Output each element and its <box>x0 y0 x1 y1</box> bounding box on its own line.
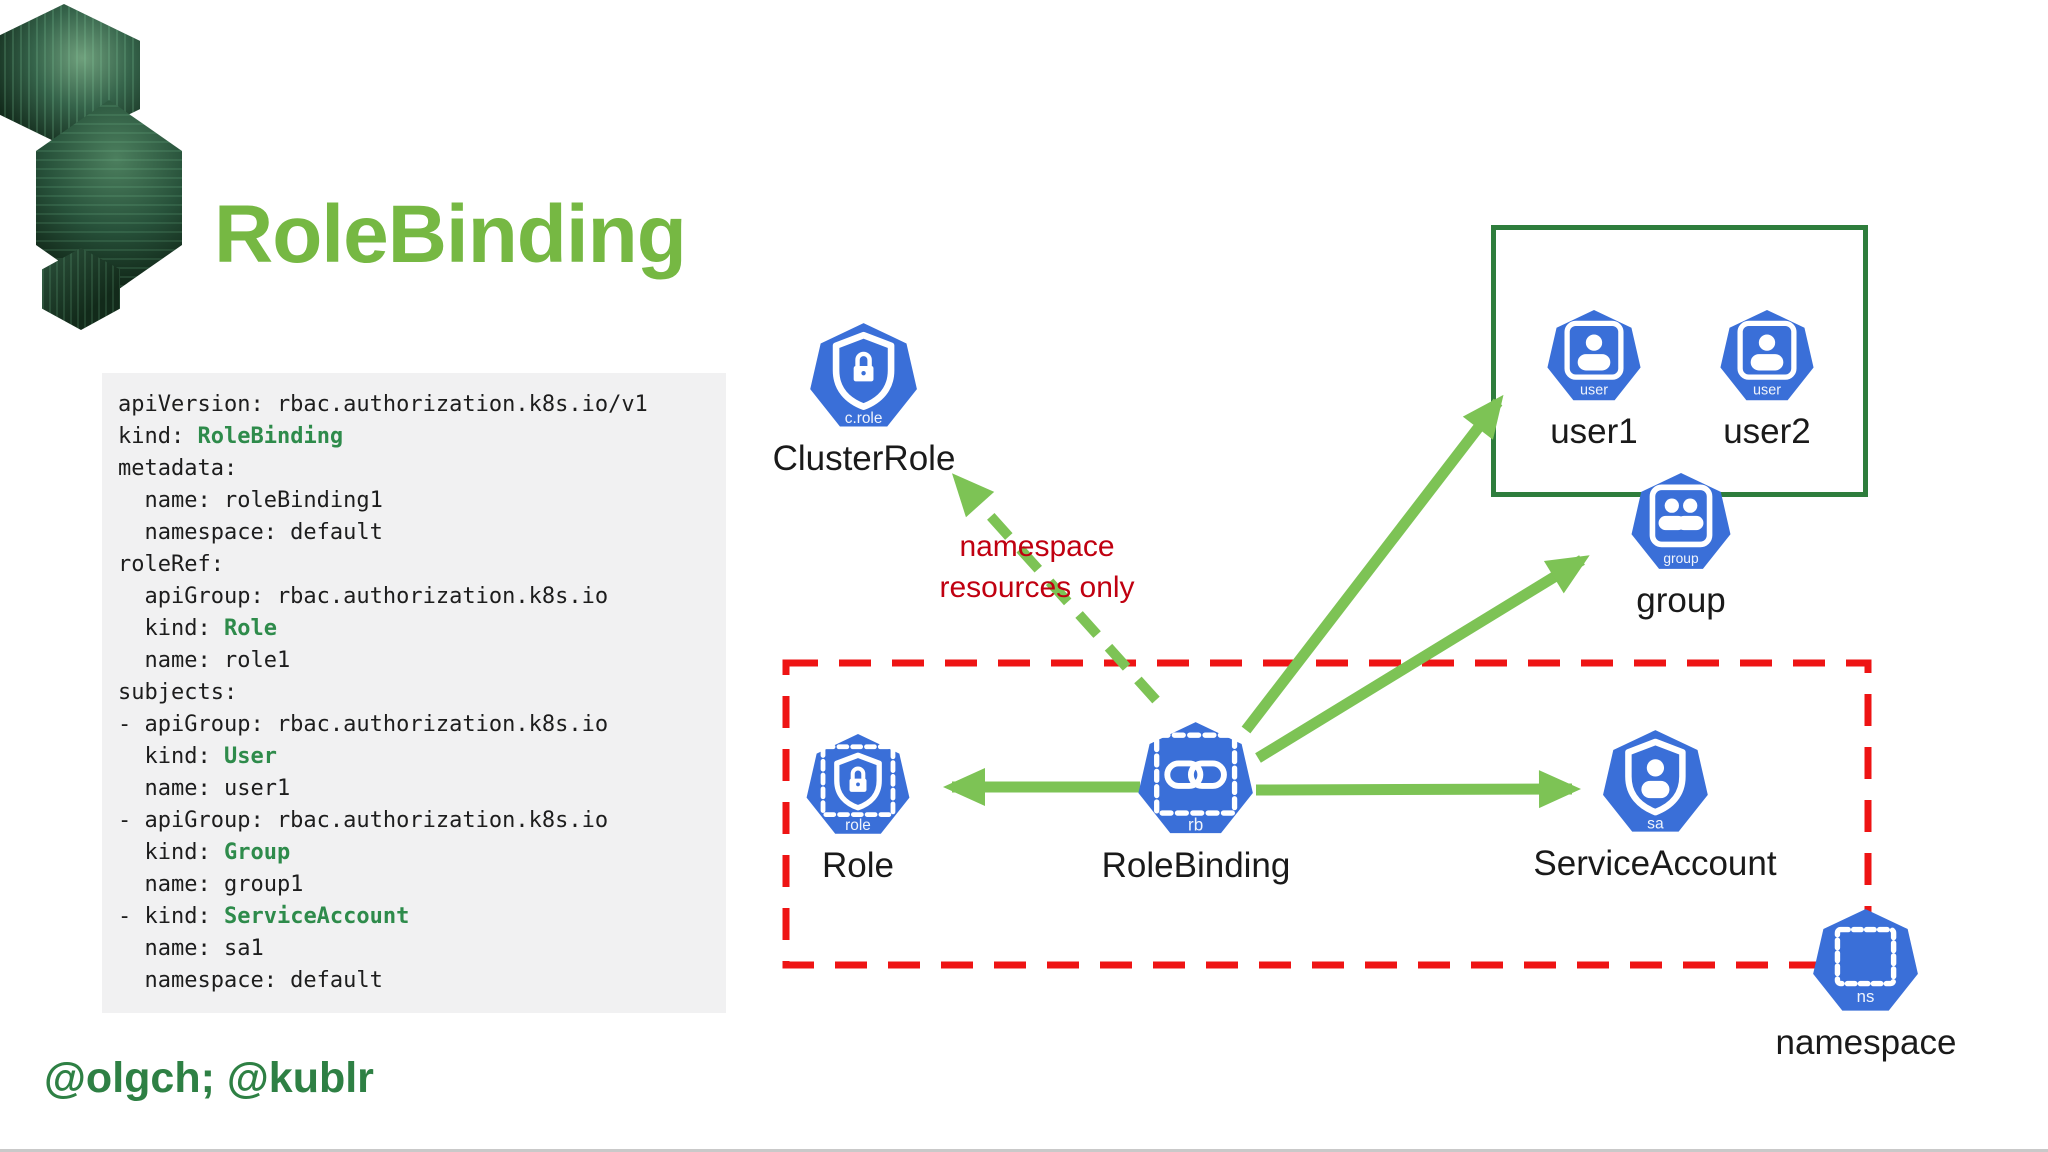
code-line: name: group1 <box>118 872 304 897</box>
code-line: roleRef: <box>118 552 224 577</box>
node-rolebinding: rb RoleBinding <box>1101 721 1291 885</box>
code-line: name: roleBinding1 <box>118 488 383 513</box>
code-line: kind: User <box>118 744 277 769</box>
rolebinding-icon: rb <box>1138 722 1254 835</box>
code-line: kind: Group <box>118 840 291 865</box>
node-serviceaccount: sa ServiceAccount <box>1533 729 1777 883</box>
namespace-resources-annotation: namespace resources only <box>939 526 1134 608</box>
svg-text:user: user <box>1580 382 1608 398</box>
bottom-rule <box>0 1149 2048 1152</box>
clusterrole-label: ClusterRole <box>772 439 956 478</box>
svg-text:user: user <box>1753 382 1781 398</box>
svg-text:c.role: c.role <box>845 410 883 427</box>
code-line: apiGroup: rbac.authorization.k8s.io <box>118 584 609 609</box>
role-icon: role <box>806 734 910 834</box>
node-user2: user user2 <box>1719 309 1815 451</box>
serviceaccount-label: ServiceAccount <box>1533 844 1777 883</box>
role-label: Role <box>822 846 894 885</box>
annotation-line1: namespace <box>959 530 1115 563</box>
node-namespace: ns namespace <box>1775 908 1957 1062</box>
annotation-line2: resources only <box>939 571 1135 604</box>
code-line: kind: Role <box>118 616 277 641</box>
svg-text:ns: ns <box>1857 987 1875 1006</box>
arrow-rolebinding-to-users <box>1241 394 1504 734</box>
arrow-rolebinding-to-serviceaccount <box>1255 770 1581 809</box>
code-line: name: user1 <box>118 776 291 801</box>
svg-text:group: group <box>1663 551 1699 566</box>
code-line: apiVersion: rbac.authorization.k8s.io/v1 <box>118 392 648 417</box>
code-line: namespace: default <box>118 520 383 545</box>
code-line: - apiGroup: rbac.authorization.k8s.io <box>118 808 609 833</box>
page-title: RoleBinding <box>214 189 687 280</box>
code-line: subjects: <box>118 680 238 705</box>
code-line: name: role1 <box>118 648 291 673</box>
yaml-code: apiVersion: rbac.authorization.k8s.io/v1… <box>102 373 726 1013</box>
node-role: role Role <box>805 733 911 885</box>
svg-text:role: role <box>845 817 871 834</box>
code-line: kind: RoleBinding <box>118 424 344 449</box>
code-line: metadata: <box>118 456 238 481</box>
code-line: namespace: default <box>118 968 383 993</box>
group-icon: group <box>1631 473 1731 569</box>
footer-handles: @olgch; @kublr <box>44 1054 374 1102</box>
node-user1: user user1 <box>1546 309 1642 451</box>
code-line: - apiGroup: rbac.authorization.k8s.io <box>118 712 609 737</box>
user-icon: user <box>1547 309 1641 401</box>
user1-label: user1 <box>1550 412 1638 451</box>
node-clusterrole: c.role ClusterRole <box>772 322 956 478</box>
namespace-icon: ns <box>1813 909 1919 1011</box>
namespace-label: namespace <box>1775 1023 1957 1062</box>
serviceaccount-icon: sa <box>1602 730 1708 832</box>
svg-text:rb: rb <box>1188 816 1203 835</box>
group-label: group <box>1636 581 1726 620</box>
svg-text:sa: sa <box>1647 815 1664 832</box>
rolebinding-label: RoleBinding <box>1101 846 1291 885</box>
code-line: - kind: ServiceAccount <box>118 904 410 929</box>
node-group: group group <box>1630 472 1732 620</box>
code-line: name: sa1 <box>118 936 264 961</box>
clusterrole-icon: c.role <box>810 323 918 427</box>
user-icon: user <box>1720 309 1814 401</box>
user2-label: user2 <box>1723 412 1811 451</box>
